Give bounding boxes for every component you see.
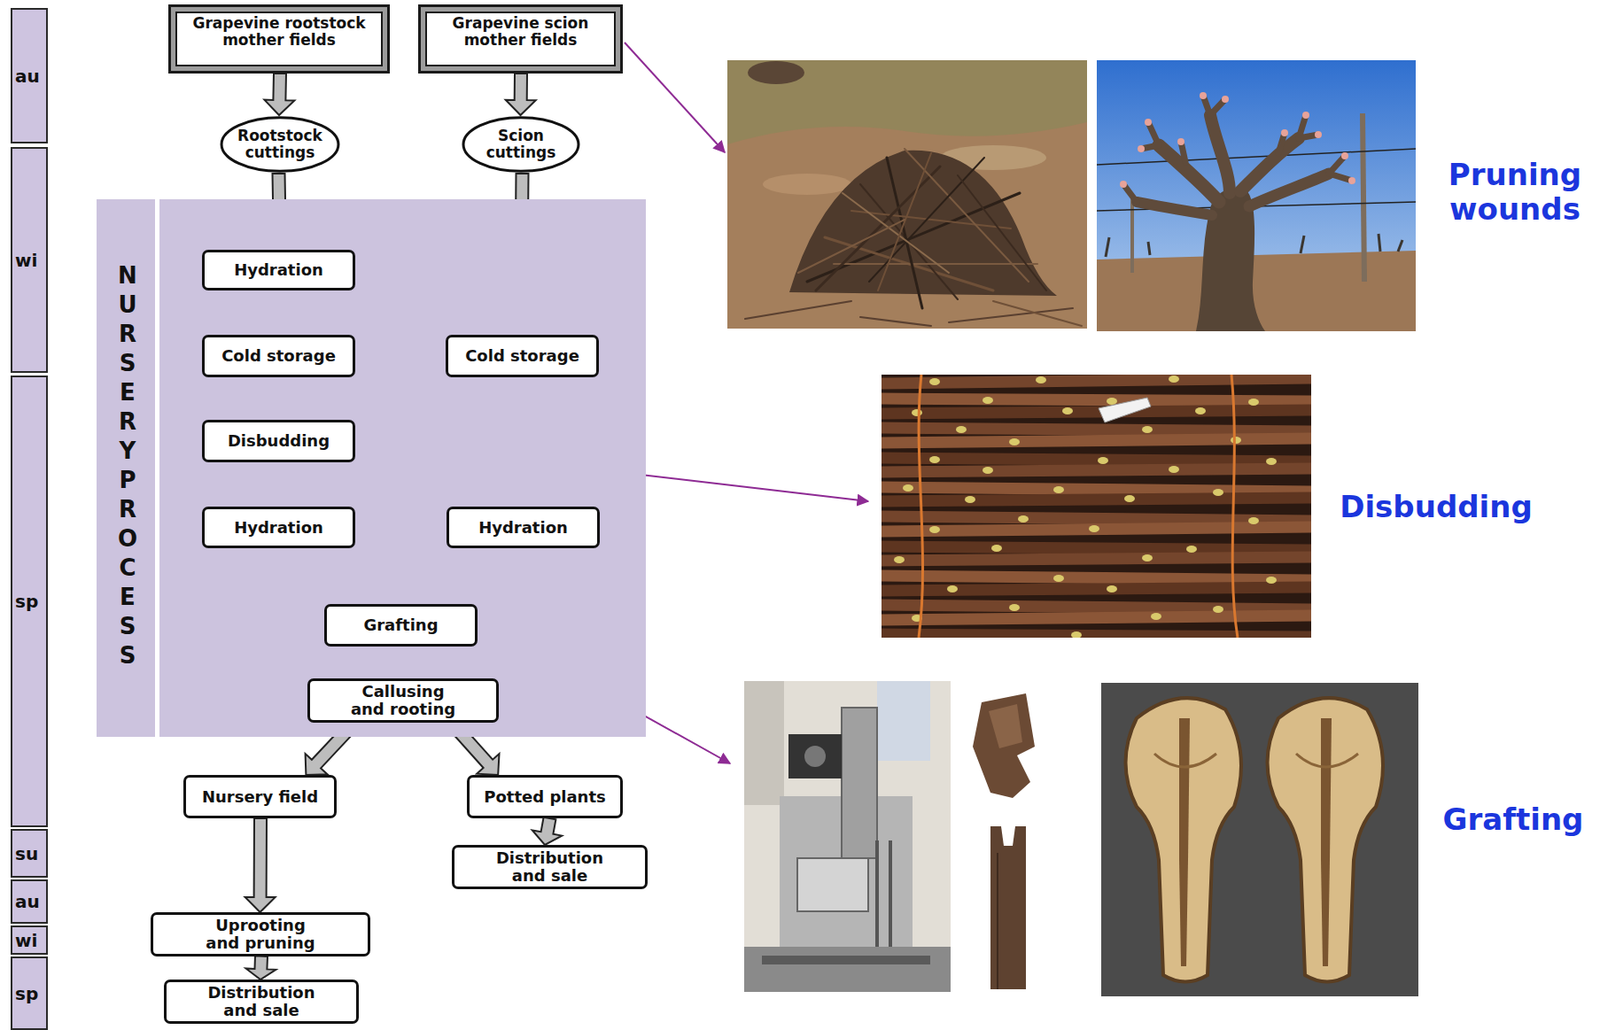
node-label: Uprooting and pruning <box>158 916 363 953</box>
source-box: Grapevine rootstock mother fields <box>168 4 390 74</box>
node-label: Hydration <box>233 261 324 280</box>
node-label: Distribution and sale <box>459 849 640 886</box>
process-box: Hydration <box>201 249 356 291</box>
node-label: Grapevine scion mother fields <box>431 15 610 48</box>
cuttings-ellipse: Rootstock cuttings <box>219 115 341 174</box>
node-label: Hydration <box>233 519 324 537</box>
flow-arrow <box>505 73 536 116</box>
process-box: Nursery field <box>183 775 337 819</box>
season-label: su <box>15 843 39 865</box>
node-label: Cold storage <box>465 347 580 366</box>
source-box: Grapevine scion mother fields <box>418 4 623 74</box>
leader-line <box>624 42 725 153</box>
ellipse-shape <box>463 117 579 172</box>
flow-arrow <box>532 817 562 846</box>
node-label: Grapevine rootstock mother fields <box>181 15 377 48</box>
process-box: Distribution and sale <box>163 979 359 1025</box>
photo-pruned-vine <box>1096 60 1416 332</box>
node-label: Hydration <box>478 519 568 537</box>
season-label: wi <box>15 930 38 952</box>
season-label: au <box>15 891 40 913</box>
photo-disbudded-cuttings <box>877 374 1316 639</box>
node-label: Grafting <box>363 616 438 635</box>
photo-brush-pile <box>727 60 1088 329</box>
photo-graft-union-section <box>1101 683 1419 997</box>
season-label: sp <box>15 983 39 1005</box>
season-segment: sp <box>10 956 48 1030</box>
process-box: Grafting <box>324 604 478 647</box>
node-label: Distribution and sale <box>171 984 351 1020</box>
season-segment: wi <box>10 147 48 373</box>
photo-grafting-machine <box>744 681 951 993</box>
flow-arrow <box>245 818 276 913</box>
process-box: Hydration <box>446 506 600 549</box>
season-label: au <box>15 65 40 87</box>
node-label: Potted plants <box>483 788 606 807</box>
process-box: Callusing and rooting <box>307 678 499 723</box>
node-label: Callusing and rooting <box>315 683 491 719</box>
divider-line <box>155 199 160 738</box>
season-segment: sp <box>10 375 48 828</box>
season-label: sp <box>15 590 39 613</box>
season-segment: su <box>10 829 48 878</box>
flow-arrow <box>246 955 277 980</box>
process-box: Uprooting and pruning <box>150 912 371 957</box>
flow-arrow <box>264 73 295 116</box>
photo-caption: Grafting <box>1431 802 1595 838</box>
process-box: Hydration <box>201 506 356 549</box>
season-segment: au <box>10 7 48 144</box>
node-label: Disbudding <box>227 432 330 451</box>
node-label: Rootstock cuttings <box>232 127 328 161</box>
photo-caption: Disbudding <box>1325 489 1547 525</box>
ellipse-shape <box>221 117 339 172</box>
node-label: Nursery field <box>201 788 319 807</box>
season-segment: au <box>10 879 48 925</box>
season-label: wi <box>15 249 38 272</box>
band-title: NURSERY PROCESS <box>116 261 140 671</box>
node-label: Cold storage <box>221 347 336 366</box>
process-box: Disbudding <box>201 419 356 463</box>
process-box: Cold storage <box>445 334 599 378</box>
photo-omega-cut <box>963 693 1088 990</box>
photo-caption: Pruning wounds <box>1435 157 1595 227</box>
process-box: Distribution and sale <box>451 845 648 890</box>
process-box: Potted plants <box>466 775 623 819</box>
process-box: Cold storage <box>201 334 356 378</box>
cuttings-ellipse: Scion cuttings <box>461 115 581 174</box>
season-segment: wi <box>10 925 48 956</box>
node-label: Scion cuttings <box>473 127 568 161</box>
nursery-band: NURSERY PROCESSHydrationCold storageCold… <box>96 199 646 738</box>
